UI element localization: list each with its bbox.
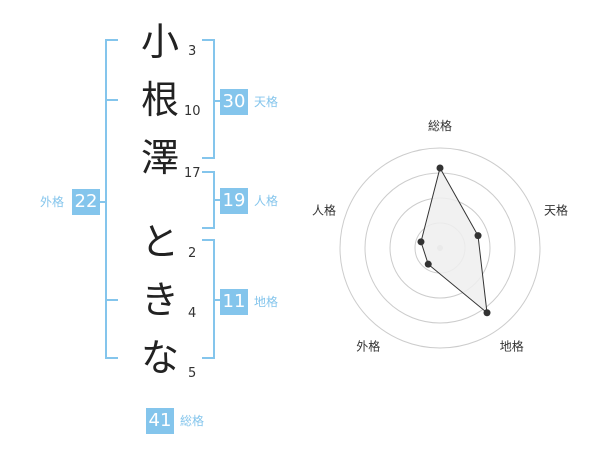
name-char-2: 根 bbox=[140, 78, 179, 122]
jinkaku-label: 人格 bbox=[254, 194, 279, 208]
radar-axis-label: 人格 bbox=[312, 202, 336, 217]
gaikaku-bracket bbox=[105, 39, 118, 359]
name-char-3: 澤 bbox=[140, 136, 179, 180]
gaikaku-value: 22 bbox=[72, 189, 100, 215]
radar-area bbox=[420, 166, 488, 314]
stroke-count-6: 5 bbox=[188, 366, 197, 381]
radar-point bbox=[474, 232, 482, 240]
radar-point bbox=[424, 260, 432, 268]
radar-axis-label: 天格 bbox=[544, 202, 568, 217]
name-char-4: と bbox=[140, 220, 179, 264]
radar-point bbox=[483, 309, 491, 317]
radar-point bbox=[417, 238, 425, 246]
chikaku-value: 11 bbox=[220, 289, 248, 315]
stroke-count-5: 4 bbox=[188, 306, 197, 321]
jinkaku-value: 19 bbox=[220, 188, 248, 214]
stroke-count-3: 17 bbox=[184, 166, 201, 181]
jinkaku-bracket bbox=[202, 171, 215, 229]
soukaku-label: 総格 bbox=[180, 414, 205, 428]
chikaku-label: 地格 bbox=[254, 295, 279, 309]
tenkaku-bracket bbox=[202, 39, 215, 159]
radar-point bbox=[436, 164, 444, 172]
radar-axis-label: 地格 bbox=[500, 339, 524, 354]
radar-axis-label: 外格 bbox=[356, 339, 380, 354]
soukaku-value: 41 bbox=[146, 408, 174, 434]
chikaku-bracket bbox=[202, 239, 215, 359]
tenkaku-value: 30 bbox=[220, 89, 248, 115]
radar-ring bbox=[339, 147, 541, 349]
stroke-count-4: 2 bbox=[188, 246, 197, 261]
bracket-lines bbox=[100, 39, 222, 359]
radar-axis-label: 総格 bbox=[428, 118, 452, 133]
gaikaku-label: 外格 bbox=[40, 195, 65, 209]
name-char-5: き bbox=[140, 278, 179, 322]
stroke-count-2: 10 bbox=[184, 104, 201, 119]
tenkaku-label: 天格 bbox=[254, 95, 279, 109]
name-char-1: 小 bbox=[140, 20, 179, 64]
radar-points bbox=[417, 164, 491, 317]
name-char-6: な bbox=[140, 336, 179, 380]
stroke-count-1: 3 bbox=[188, 44, 197, 59]
